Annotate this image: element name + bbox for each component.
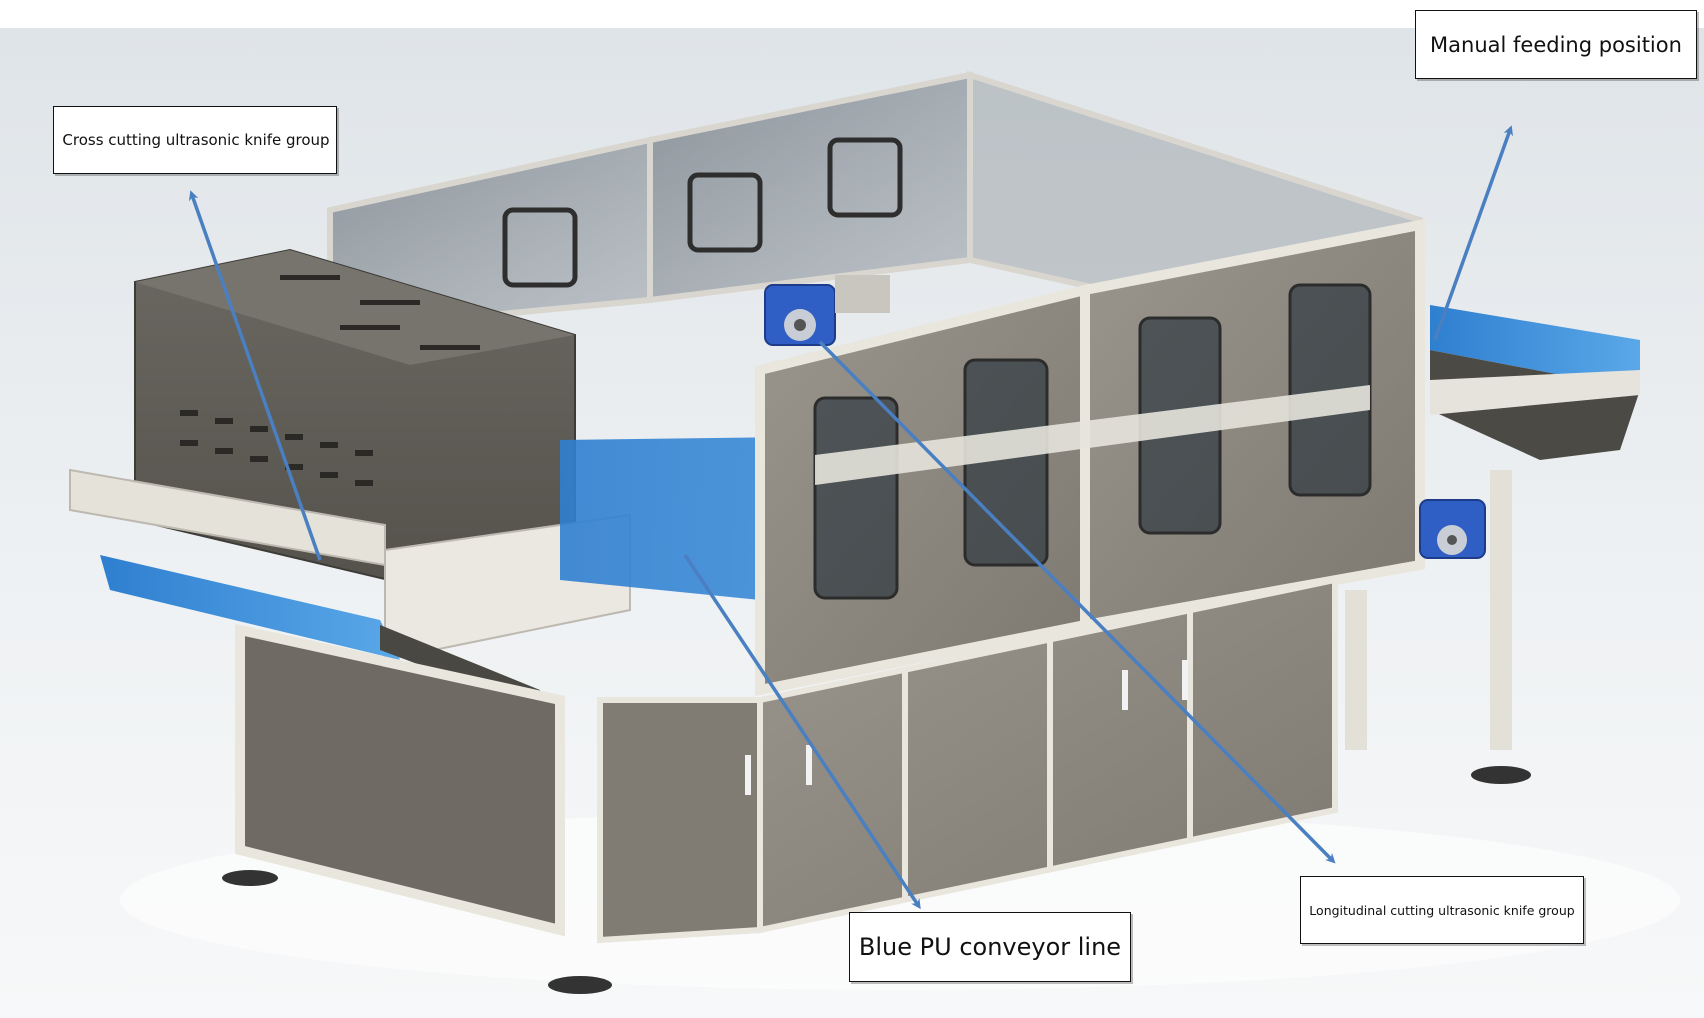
arrow-cross-cutting	[188, 190, 322, 561]
arrow-longitudinal-cutting	[818, 340, 1336, 864]
cross-cutting-unit	[69, 248, 631, 710]
label-text: Longitudinal cutting ultrasonic knife gr…	[1309, 902, 1575, 918]
gear-motor-right	[1419, 499, 1486, 559]
front-frame	[755, 218, 1425, 697]
lower-cabinet	[222, 576, 1338, 994]
gear-motor-top	[764, 275, 890, 346]
label-text: Blue PU conveyor line	[858, 933, 1122, 961]
label-longitudinal-cutting-knife-group: Longitudinal cutting ultrasonic knife gr…	[1300, 876, 1584, 944]
label-text: Manual feeding position	[1430, 32, 1682, 57]
label-blue-pu-conveyor-line: Blue PU conveyor line	[849, 912, 1131, 982]
arrow-blue-conveyor	[683, 554, 921, 910]
label-cross-cutting-knife-group: Cross cutting ultrasonic knife group	[53, 106, 337, 174]
label-text: Cross cutting ultrasonic knife group	[62, 131, 330, 149]
right-conveyor	[1345, 305, 1640, 784]
annotation-arrows	[188, 125, 1514, 910]
label-manual-feeding-position: Manual feeding position	[1415, 10, 1697, 79]
arrow-manual-feeding	[1433, 125, 1514, 341]
